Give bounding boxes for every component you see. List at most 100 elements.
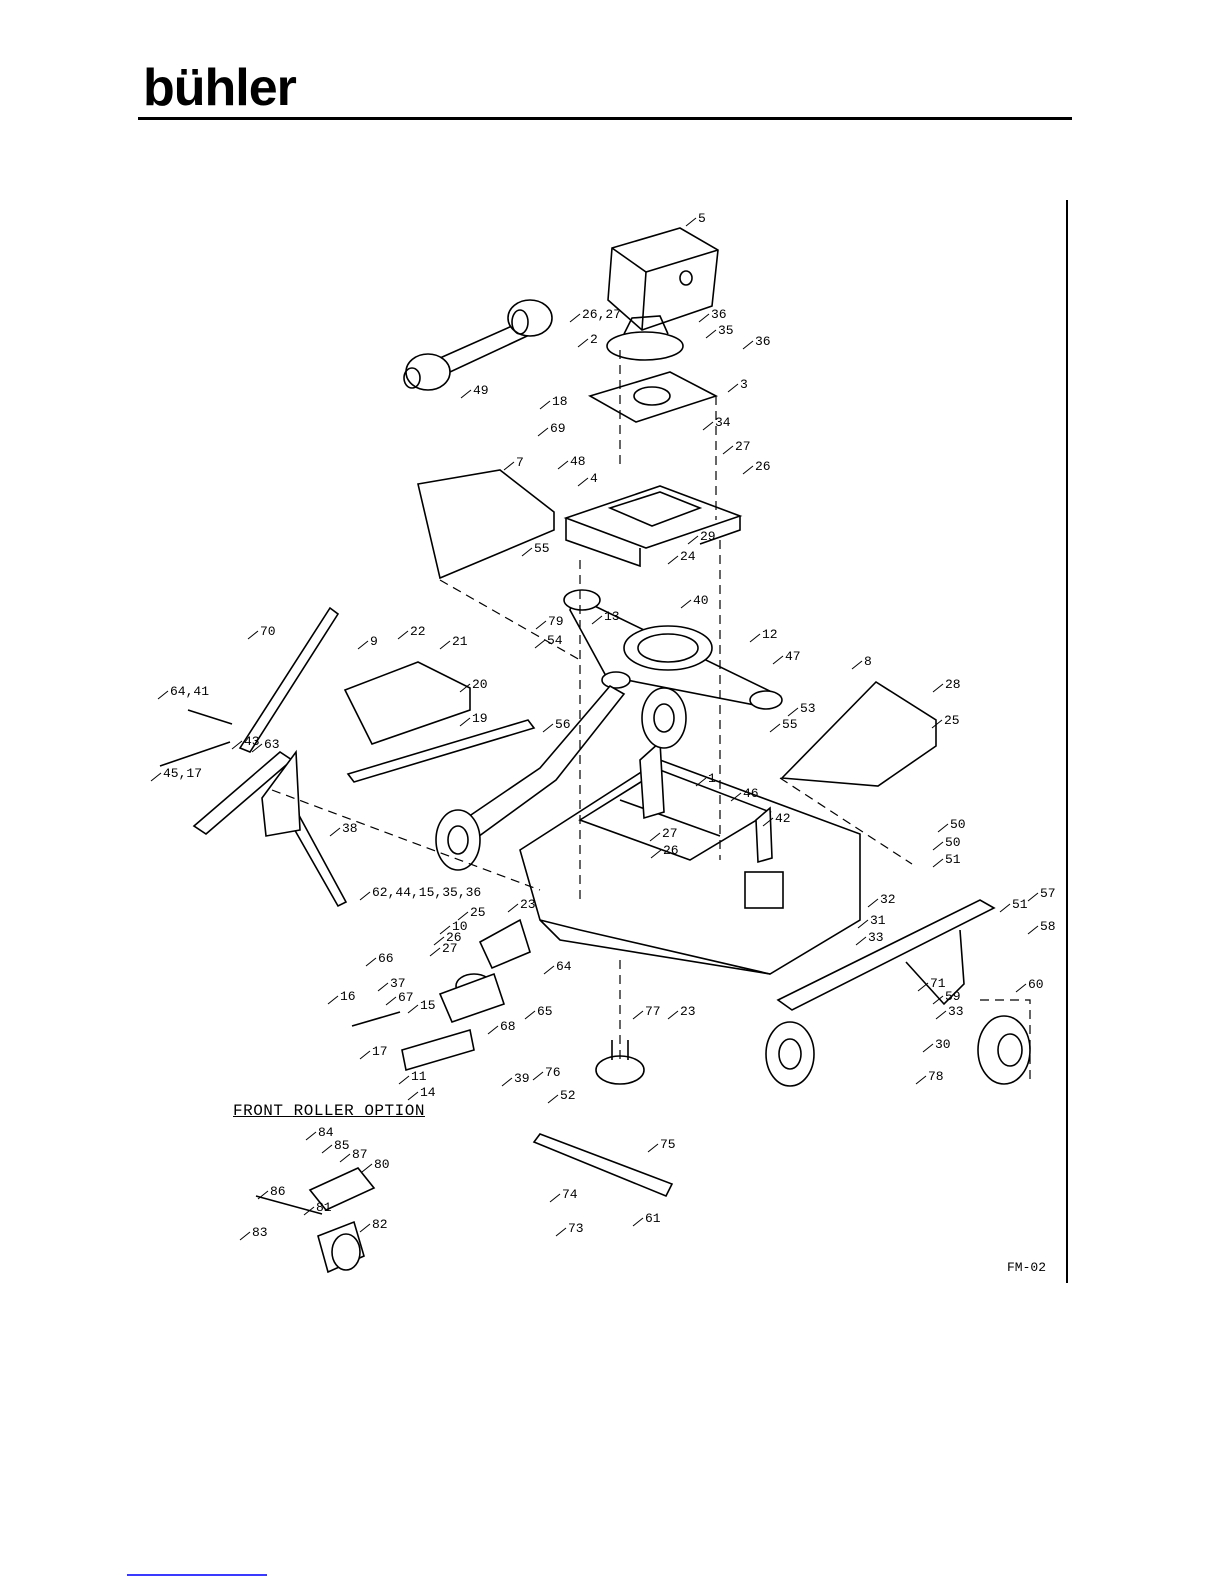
callout-label: 4 bbox=[590, 471, 598, 486]
callout-label: 86 bbox=[270, 1184, 286, 1199]
callout-label: 61 bbox=[645, 1211, 661, 1226]
side-shield-left bbox=[417, 469, 555, 580]
mower-deck-part bbox=[519, 740, 861, 975]
callout-leader bbox=[359, 1050, 371, 1060]
callout-leader bbox=[407, 1004, 419, 1014]
buhler-logo: bühler bbox=[143, 59, 297, 117]
callout-label: 66 bbox=[378, 951, 394, 966]
callout-leader bbox=[365, 957, 377, 967]
callout-leader bbox=[543, 965, 555, 975]
callout-leader bbox=[321, 1144, 333, 1154]
callout-label: 24 bbox=[680, 549, 696, 564]
callout-label: 77 bbox=[645, 1004, 661, 1019]
callout-leader bbox=[762, 817, 774, 827]
callout-label: 81 bbox=[316, 1200, 332, 1215]
callout-label: 23 bbox=[520, 897, 536, 912]
callout-leader bbox=[1027, 892, 1039, 902]
callout-leader bbox=[535, 620, 547, 630]
callout-leader bbox=[251, 743, 263, 753]
callout-label: 19 bbox=[472, 711, 488, 726]
callout-label: 65 bbox=[537, 1004, 553, 1019]
callout-label: 71 bbox=[930, 976, 946, 991]
mount-plate-part bbox=[587, 371, 719, 423]
callout-label: 33 bbox=[868, 930, 884, 945]
callout-leader bbox=[501, 1077, 513, 1087]
callout-label: 18 bbox=[552, 394, 568, 409]
callout-label: 73 bbox=[568, 1221, 584, 1236]
callout-leader bbox=[398, 1075, 410, 1085]
callout-label: 38 bbox=[342, 821, 358, 836]
callout-leader bbox=[730, 792, 742, 802]
link-arm-lower bbox=[346, 719, 536, 783]
belt-drive-part bbox=[563, 589, 783, 710]
callout-label: 27 bbox=[735, 439, 751, 454]
callout-leader bbox=[557, 460, 569, 470]
callout-label: 39 bbox=[514, 1071, 530, 1086]
callout-leader bbox=[397, 630, 409, 640]
callout-leader bbox=[534, 639, 546, 649]
callout-leader bbox=[555, 1227, 567, 1237]
callout-leader bbox=[1027, 925, 1039, 935]
callout-leader bbox=[698, 313, 710, 323]
callout-leader bbox=[433, 936, 445, 946]
callout-label: 36 bbox=[711, 307, 727, 322]
callout-label: 42 bbox=[775, 811, 791, 826]
callout-label: 26 bbox=[663, 843, 679, 858]
callout-label: 15 bbox=[420, 998, 436, 1013]
callout-leader bbox=[507, 903, 519, 913]
callout-leader bbox=[542, 723, 554, 733]
callout-leader bbox=[487, 1025, 499, 1035]
callout-label: 11 bbox=[411, 1069, 427, 1084]
callout-label: 3 bbox=[740, 377, 748, 392]
callout-label: 14 bbox=[420, 1085, 436, 1100]
callout-leader bbox=[935, 1010, 947, 1020]
callout-label: 64,41 bbox=[170, 684, 209, 699]
callout-leader bbox=[361, 1163, 373, 1173]
callout-leader bbox=[521, 547, 533, 557]
callout-label: 82 bbox=[372, 1217, 388, 1232]
callout-leader bbox=[749, 633, 761, 643]
callout-leader bbox=[460, 389, 472, 399]
caster-frame-right bbox=[765, 899, 1031, 1087]
callout-leader bbox=[851, 660, 863, 670]
callout-leader bbox=[855, 936, 867, 946]
callout-label: 36 bbox=[755, 334, 771, 349]
callout-label: 76 bbox=[545, 1065, 561, 1080]
callout-label: 40 bbox=[693, 593, 709, 608]
callout-leader bbox=[857, 919, 869, 929]
callout-label: 33 bbox=[948, 1004, 964, 1019]
callout-label: 85 bbox=[334, 1138, 350, 1153]
callout-leader bbox=[429, 947, 441, 957]
callout-label: 9 bbox=[370, 634, 378, 649]
alignment-line bbox=[779, 777, 913, 865]
callout-leader bbox=[932, 858, 944, 868]
callout-label: 1 bbox=[708, 771, 716, 786]
callout-label: 83 bbox=[252, 1225, 268, 1240]
callout-leader bbox=[591, 615, 603, 625]
side-shield-right bbox=[780, 680, 937, 787]
callout-label: 55 bbox=[534, 541, 550, 556]
callout-label: 84 bbox=[318, 1125, 334, 1140]
callout-label: 26 bbox=[755, 459, 771, 474]
callout-label: 22 bbox=[410, 624, 426, 639]
callout-label: 51 bbox=[945, 852, 961, 867]
callout-label: 29 bbox=[700, 529, 716, 544]
callout-leader bbox=[503, 461, 515, 471]
callout-label: 69 bbox=[550, 421, 566, 436]
callout-label: 64 bbox=[556, 959, 572, 974]
callout-leader bbox=[327, 995, 339, 1005]
callout-label: 62,44,15,35,36 bbox=[372, 885, 481, 900]
callout-label: 47 bbox=[785, 649, 801, 664]
callout-leader bbox=[359, 1223, 371, 1233]
front-roller-option-title: FRONT ROLLER OPTION bbox=[233, 1102, 425, 1120]
callout-leader bbox=[915, 1075, 927, 1085]
callout-leader bbox=[459, 717, 471, 727]
alignment-line bbox=[980, 999, 1031, 1080]
callout-leader bbox=[377, 982, 389, 992]
callout-label: 63 bbox=[264, 737, 280, 752]
callout-label: 50 bbox=[945, 835, 961, 850]
callout-label: 55 bbox=[782, 717, 798, 732]
alignment-line bbox=[271, 789, 541, 891]
callout-leader bbox=[932, 995, 944, 1005]
